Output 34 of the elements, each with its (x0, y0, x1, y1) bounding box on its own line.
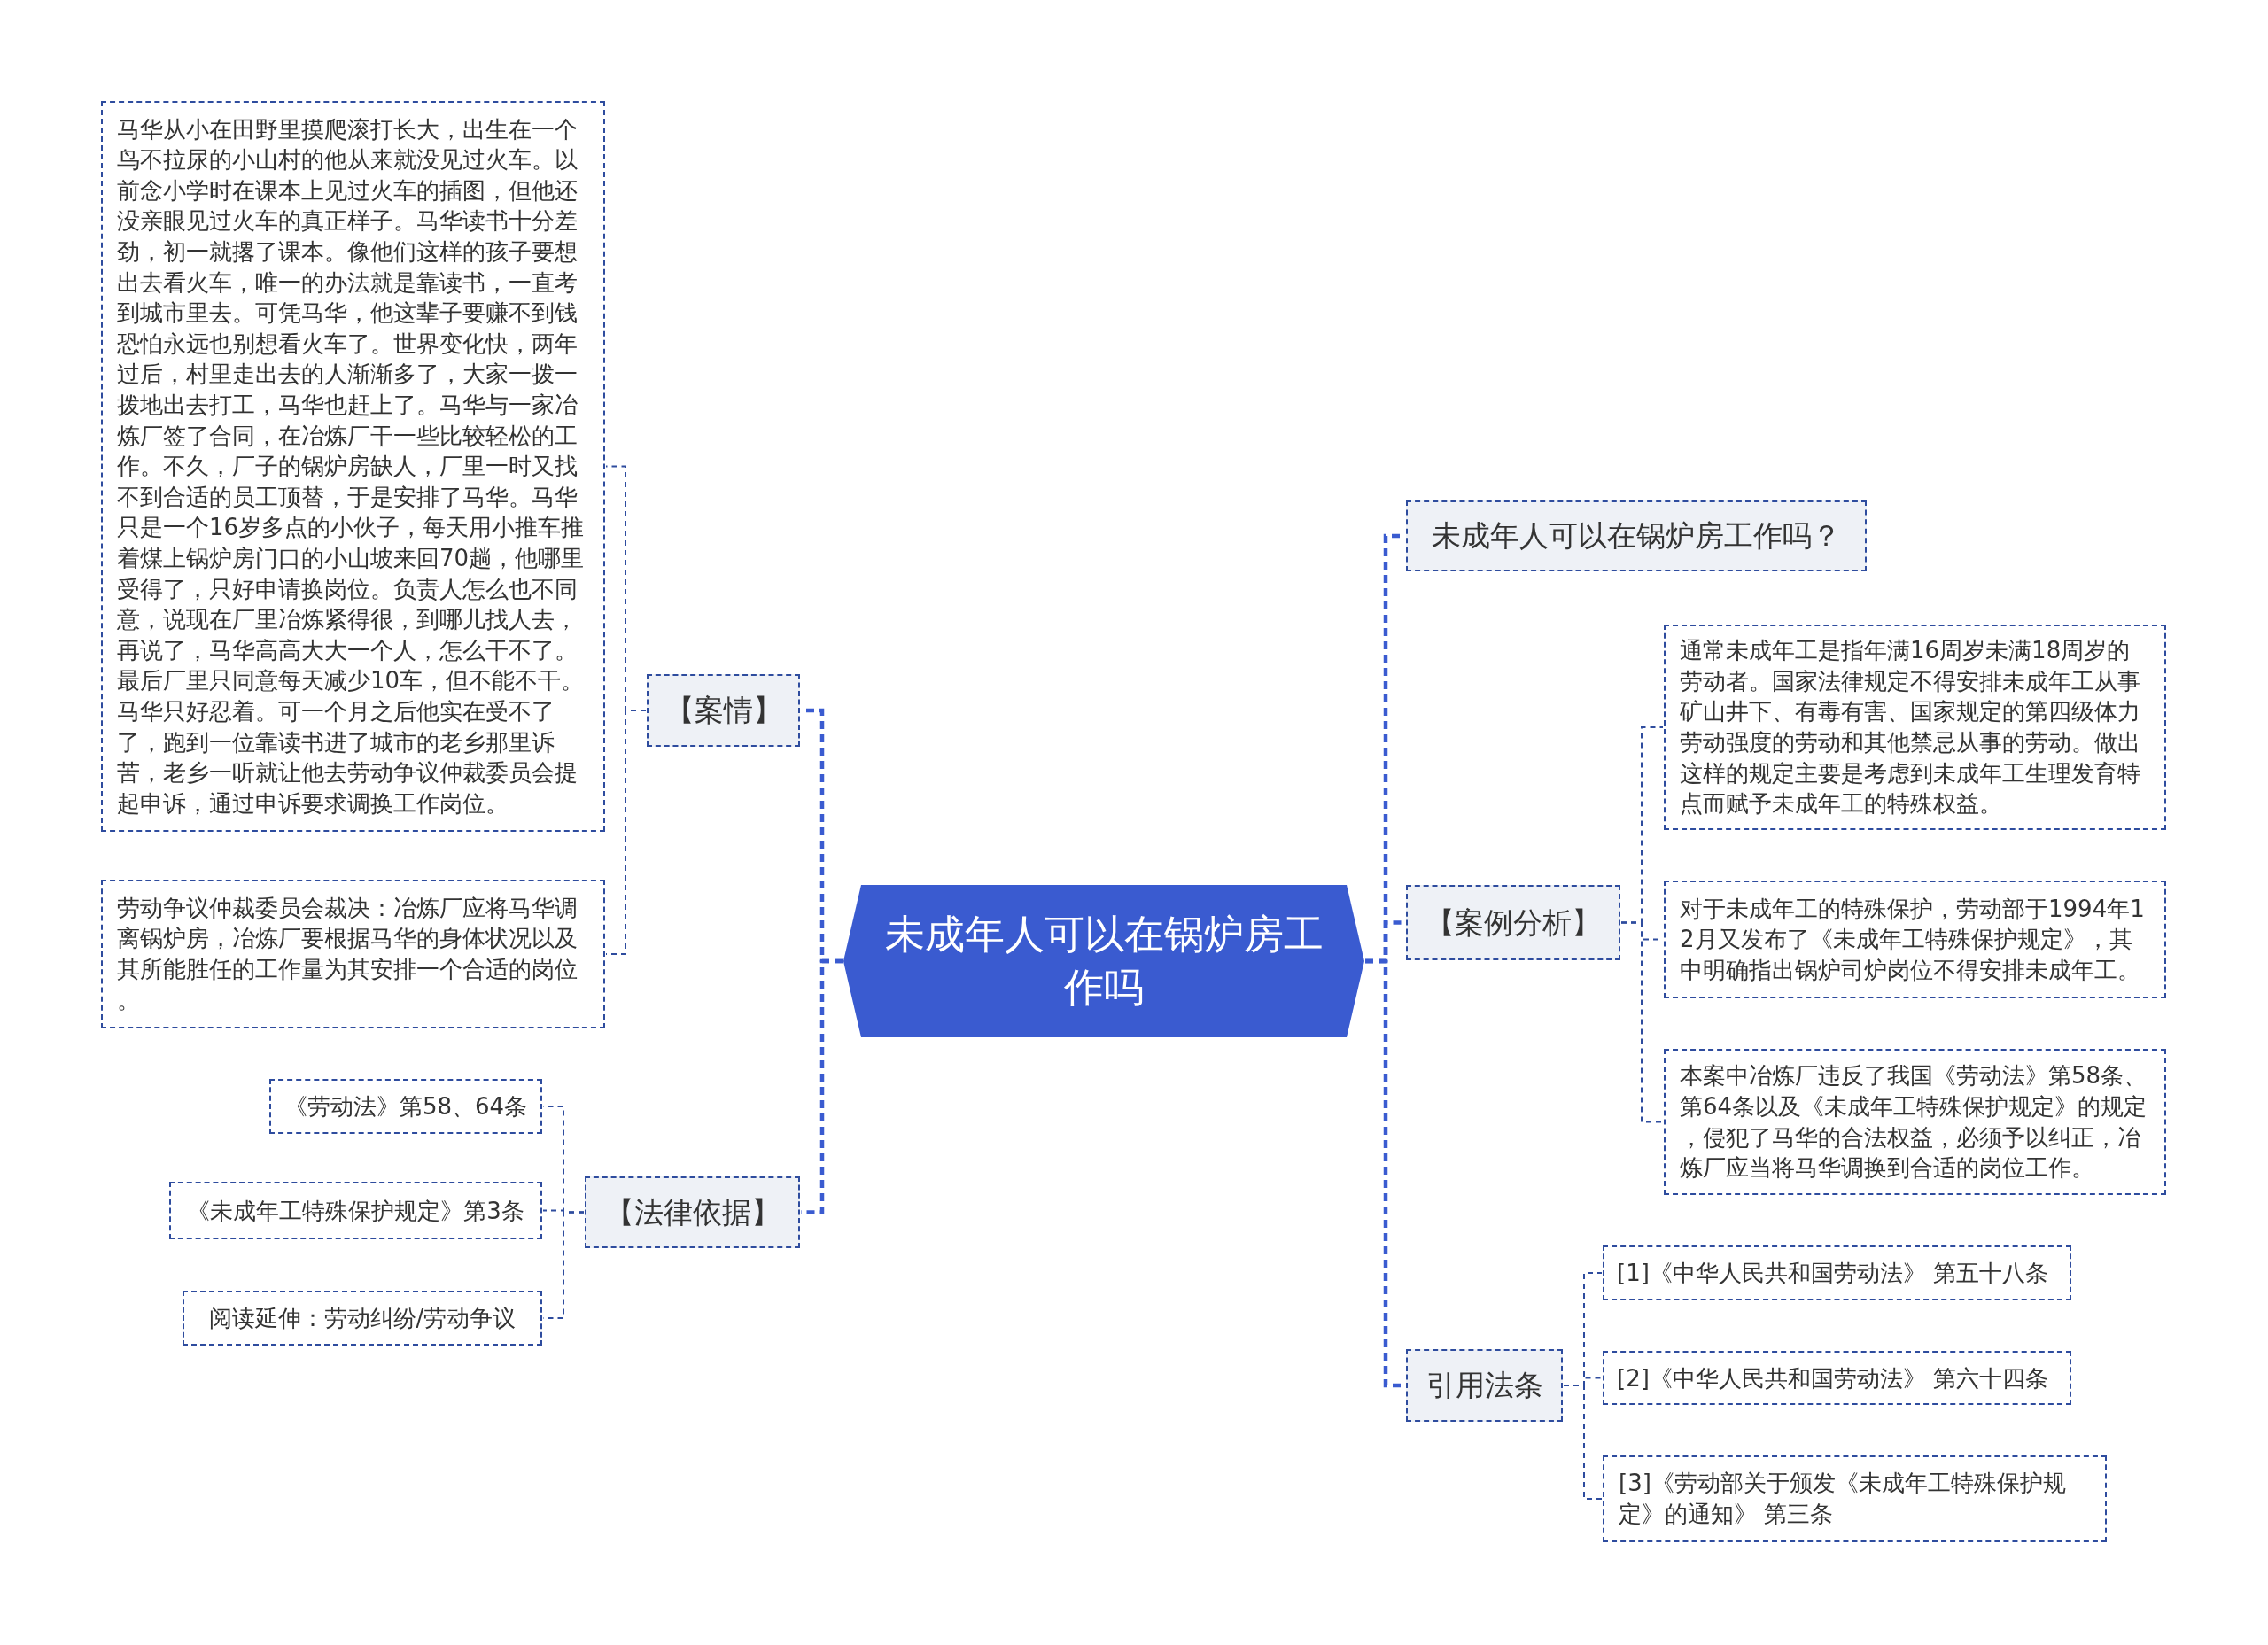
note-box (101, 880, 605, 1028)
topic-label: 引用法条 (1425, 1368, 1543, 1403)
reference-box (183, 1291, 542, 1346)
central-topic-text: 未成年人可以在锅炉房工作吗 (883, 910, 1324, 1013)
reference-text: [2]《中华人民共和国劳动法》 第六十四条 (1617, 1363, 2049, 1393)
note-text: 本案中冶炼厂违反了我国《劳动法》第58条、第64条以及《未成年工特殊保护规定》的规定，侵犯了马华的合法权益，必须予以纠正，冶炼厂应当将马华调换到合适的岗位工作。 (1680, 1061, 2148, 1183)
note-text: [3]《劳动部关于颁发《未成年工特殊保护规定》的通知》 第三条 (1619, 1469, 2067, 1529)
note-text: 通常未成年工是指年满16周岁未满18周岁的劳动者。国家法律规定不得安排未成年工从事矿山井下、有毒有害、国家规定的第四级体力劳动强度的劳动和其他禁忌从事的劳动。做出这样的规定主要是考虑到未成年工生理发育特点而赋予未成年工的特殊权益。 (1680, 636, 2141, 819)
topic-box (1406, 500, 1867, 571)
reference-text: 《未成年工特殊保护规定》第3条 (187, 1196, 524, 1226)
connector-line (1563, 1385, 1603, 1500)
topic-box (1406, 885, 1620, 960)
topic-box (1406, 1349, 1563, 1422)
note-box (1603, 1455, 2107, 1542)
reference-text: 《劳动法》第58、64条 (284, 1092, 528, 1121)
note-box (1664, 1049, 2166, 1195)
reference-box (1603, 1351, 2071, 1405)
note-text: 劳动争议仲裁委员会裁决：冶炼厂应将马华调离锅炉房，冶炼厂要根据马华的身体状况以及其所能胜任的工作量为其安排一个合适的岗位。 (117, 893, 579, 1015)
topic-box (585, 1176, 800, 1248)
note-box (1664, 881, 2166, 998)
reference-text: 阅读延伸：劳动纠纷/劳动争议 (208, 1304, 517, 1333)
topic-label: 【案例分析】 (1425, 904, 1601, 941)
reference-text: [1]《中华人民共和国劳动法》 第五十八条 (1617, 1259, 2049, 1288)
note-text: 马华从小在田野里摸爬滚打长大，出生在一个鸟不拉尿的小山村的他从来就没见过火车。以前念小学时在课本上见过火车的插图，但他还没亲眼见过火车的真正样子。马华读书十分差劲，初一就撂了课本。像他们这样的孩子要想出去看火车，唯一的办法就是靠读书，一直考到城市里去。可凭马华，他这辈子要赚不到钱恐怕永远也别想看火车了。世界变化快，两年过后，村里走出去的人渐渐多了，大家一拨一拨地出去打工，马华也赶上了。马华与一家冶炼厂签了合同，在冶炼厂干一些比较轻松的工作。不久，厂子的锅炉房缺人，厂里一时又找不到合适的员工顶替，于是安排了马华。马华只是一个16岁多点的小伙子，每天用小推车推着煤上锅炉房门口的小山坡来回70趟，他哪里受得了，只好申请换岗位。负责人怎么也不同意，说现在厂里冶炼紧得很，到哪儿找人去，再说了，马华高高大大一个人，怎么干不了。最后厂里只同意每天减少10车，但不能不干。马华只好忍着。可一个月之后他实在受不了了，跑到一位靠读书进了城市的老乡那里诉苦，老乡一听就让他去劳动争议仲裁委员会提起申诉，通过申诉要求调换工作岗位。 (117, 114, 586, 819)
reference-box (269, 1079, 542, 1134)
topic-label: 未成年人可以在锅炉房工作吗？ (1432, 518, 1841, 554)
connector-line (1620, 921, 1664, 1123)
topic-label: 【案情】 (664, 693, 782, 728)
topic-label: 【法律依据】 (604, 1194, 781, 1230)
reference-box (1603, 1245, 2071, 1300)
note-text: 对于未成年工的特殊保护，劳动部于1994年12月又发布了《未成年工特殊保护规定》，其中明确指出锅炉司炉岗位不得安排未成年工。 (1680, 894, 2146, 985)
topic-box (647, 674, 800, 747)
note-box (1664, 625, 2166, 830)
reference-box (169, 1182, 542, 1239)
